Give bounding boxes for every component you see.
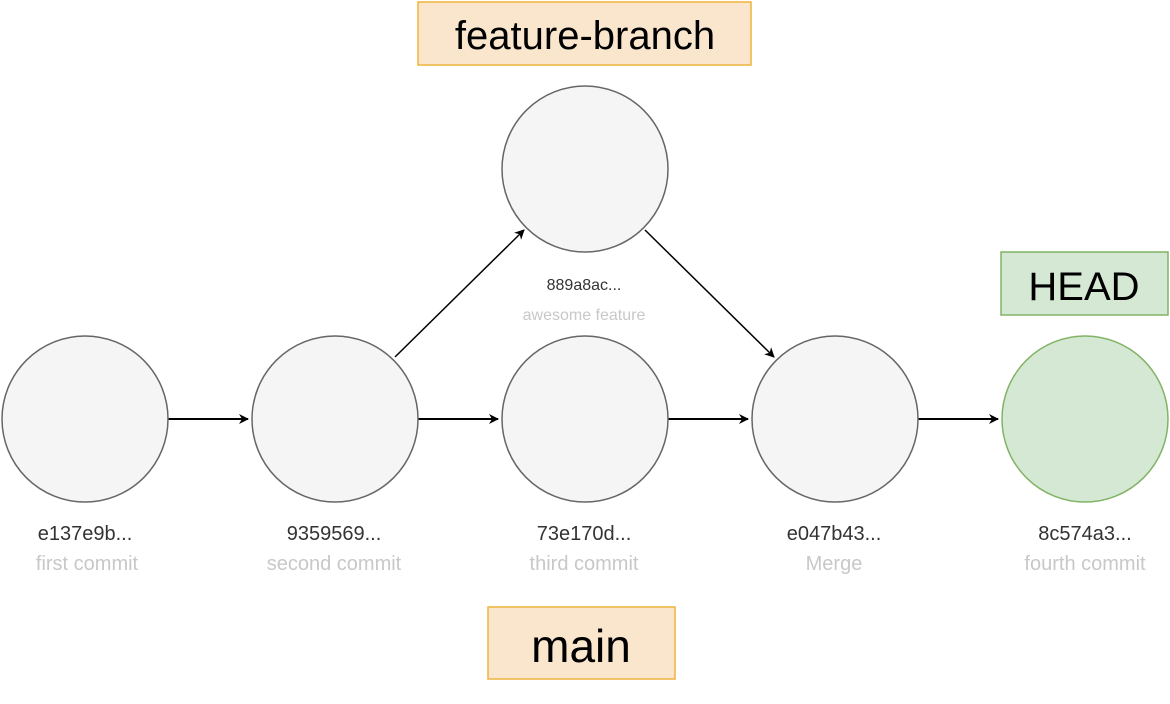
commit-hash: 8c574a3... [1038,523,1131,545]
edge-second-to-feature [394,229,525,358]
head-label-text: HEAD [1028,265,1139,309]
commit-hash: e137e9b... [38,523,133,545]
commit-hash: 73e170d... [537,523,632,545]
commit-node-feature[interactable] [501,85,669,253]
commit-node-merge[interactable] [751,335,919,503]
main-branch-label-text: main [531,620,631,672]
commit-message: first commit [36,553,139,575]
commit-hash: 889a8ac... [547,277,622,294]
commit-nodes [1,85,1169,503]
commit-message: second commit [267,553,402,575]
feature-branch-label-text: feature-branch [455,14,715,58]
ref-labels: feature-branch HEAD main [417,1,1169,680]
commit-hash: e047b43... [787,523,882,545]
head-label[interactable]: HEAD [1000,251,1169,316]
commit-node-fourth[interactable] [1001,335,1169,503]
commit-message: Merge [806,553,863,575]
commit-captions: e137e9b... first commit 9359569... secon… [36,277,1146,575]
commit-message: third commit [530,553,639,575]
edge-feature-to-merge [644,229,775,358]
commit-message: awesome feature [523,307,646,324]
main-branch-label[interactable]: main [487,606,676,680]
commit-hash: 9359569... [287,523,382,545]
commit-node-third[interactable] [501,335,669,503]
commit-message: fourth commit [1024,553,1146,575]
feature-branch-label[interactable]: feature-branch [417,1,752,66]
edges [168,229,999,424]
commit-node-second[interactable] [251,335,419,503]
commit-node-first[interactable] [1,335,169,503]
